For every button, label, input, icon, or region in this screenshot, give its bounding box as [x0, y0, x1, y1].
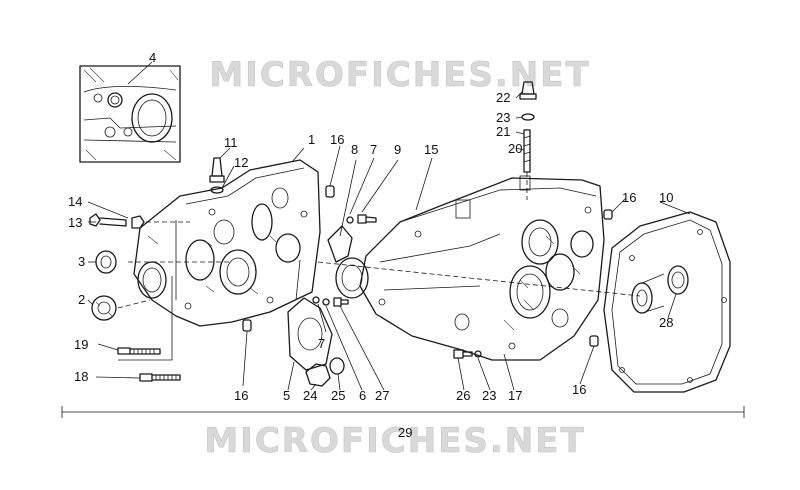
callout-28: 28 [659, 315, 673, 330]
callout-21: 21 [496, 124, 510, 139]
callout-6: 6 [359, 388, 366, 403]
cover-gasket [603, 211, 731, 393]
screw-9 [357, 214, 377, 224]
callout-1: 1 [308, 132, 315, 147]
watermark-bottom: MICROFICHES.NET [204, 421, 585, 461]
left-gearbox-housing [133, 159, 321, 327]
washer-7-bottom [312, 296, 320, 304]
switch-22 [519, 81, 537, 100]
callout-18: 18 [74, 369, 88, 384]
callout-23-top: 23 [496, 110, 510, 125]
washer-12 [210, 186, 224, 194]
washer-25 [329, 357, 345, 375]
callout-12: 12 [234, 155, 248, 170]
callout-26: 26 [456, 388, 470, 403]
rod-20-21 [523, 129, 531, 173]
right-bearing-28 [631, 265, 689, 314]
screw-26 [453, 349, 473, 359]
callout-13: 13 [68, 215, 82, 230]
bolt-13 [89, 213, 127, 227]
center-gearbox-housing [359, 175, 605, 361]
dowel-16-top [325, 185, 335, 198]
callout-2: 2 [78, 292, 85, 307]
bearing-2 [91, 295, 117, 321]
callout-23-bottom: 23 [482, 388, 496, 403]
callout-27: 27 [375, 388, 389, 403]
center-seal-ring [335, 257, 369, 299]
callout-15: 15 [424, 142, 438, 157]
screw-27 [333, 297, 349, 307]
watermark-top: MICROFICHES.NET [209, 55, 590, 95]
dowel-16-right-top [603, 209, 613, 220]
callout-7-bottom: 7 [318, 336, 325, 351]
callout-3: 3 [78, 254, 85, 269]
callout-25: 25 [331, 388, 345, 403]
inset-detail-box [79, 65, 181, 163]
callout-16-right-bottom: 16 [572, 382, 586, 397]
callout-4: 4 [149, 50, 156, 65]
small-gasket [287, 297, 333, 371]
callout-20: 20 [508, 141, 522, 156]
callout-10: 10 [659, 190, 673, 205]
washer-7-top [346, 216, 354, 224]
callout-22: 22 [496, 90, 510, 105]
callout-7-top: 7 [370, 142, 377, 157]
nut-14 [131, 215, 145, 229]
sensor-11 [209, 157, 225, 183]
washer-6 [322, 298, 330, 306]
center-gasket [327, 225, 353, 263]
callout-11: 11 [224, 135, 238, 150]
bolt-19 [117, 347, 161, 355]
callout-16-right-top: 16 [622, 190, 636, 205]
seal-ring-3 [95, 250, 117, 274]
callout-29: 29 [398, 425, 412, 440]
washer-23-top [521, 113, 535, 121]
callout-14: 14 [68, 194, 82, 209]
callout-9: 9 [394, 142, 401, 157]
washer-23-bottom [474, 350, 482, 358]
assembly-bracket [61, 406, 745, 418]
callout-16-left: 16 [234, 388, 248, 403]
plug-24 [305, 363, 331, 387]
callout-8: 8 [351, 142, 358, 157]
dowel-16-left [242, 319, 252, 332]
bolt-18 [139, 373, 181, 382]
dowel-16-right-bottom [589, 335, 599, 347]
callout-17: 17 [508, 388, 522, 403]
callout-5: 5 [283, 388, 290, 403]
callout-24: 24 [303, 388, 317, 403]
callout-19: 19 [74, 337, 88, 352]
callout-16-top: 16 [330, 132, 344, 147]
